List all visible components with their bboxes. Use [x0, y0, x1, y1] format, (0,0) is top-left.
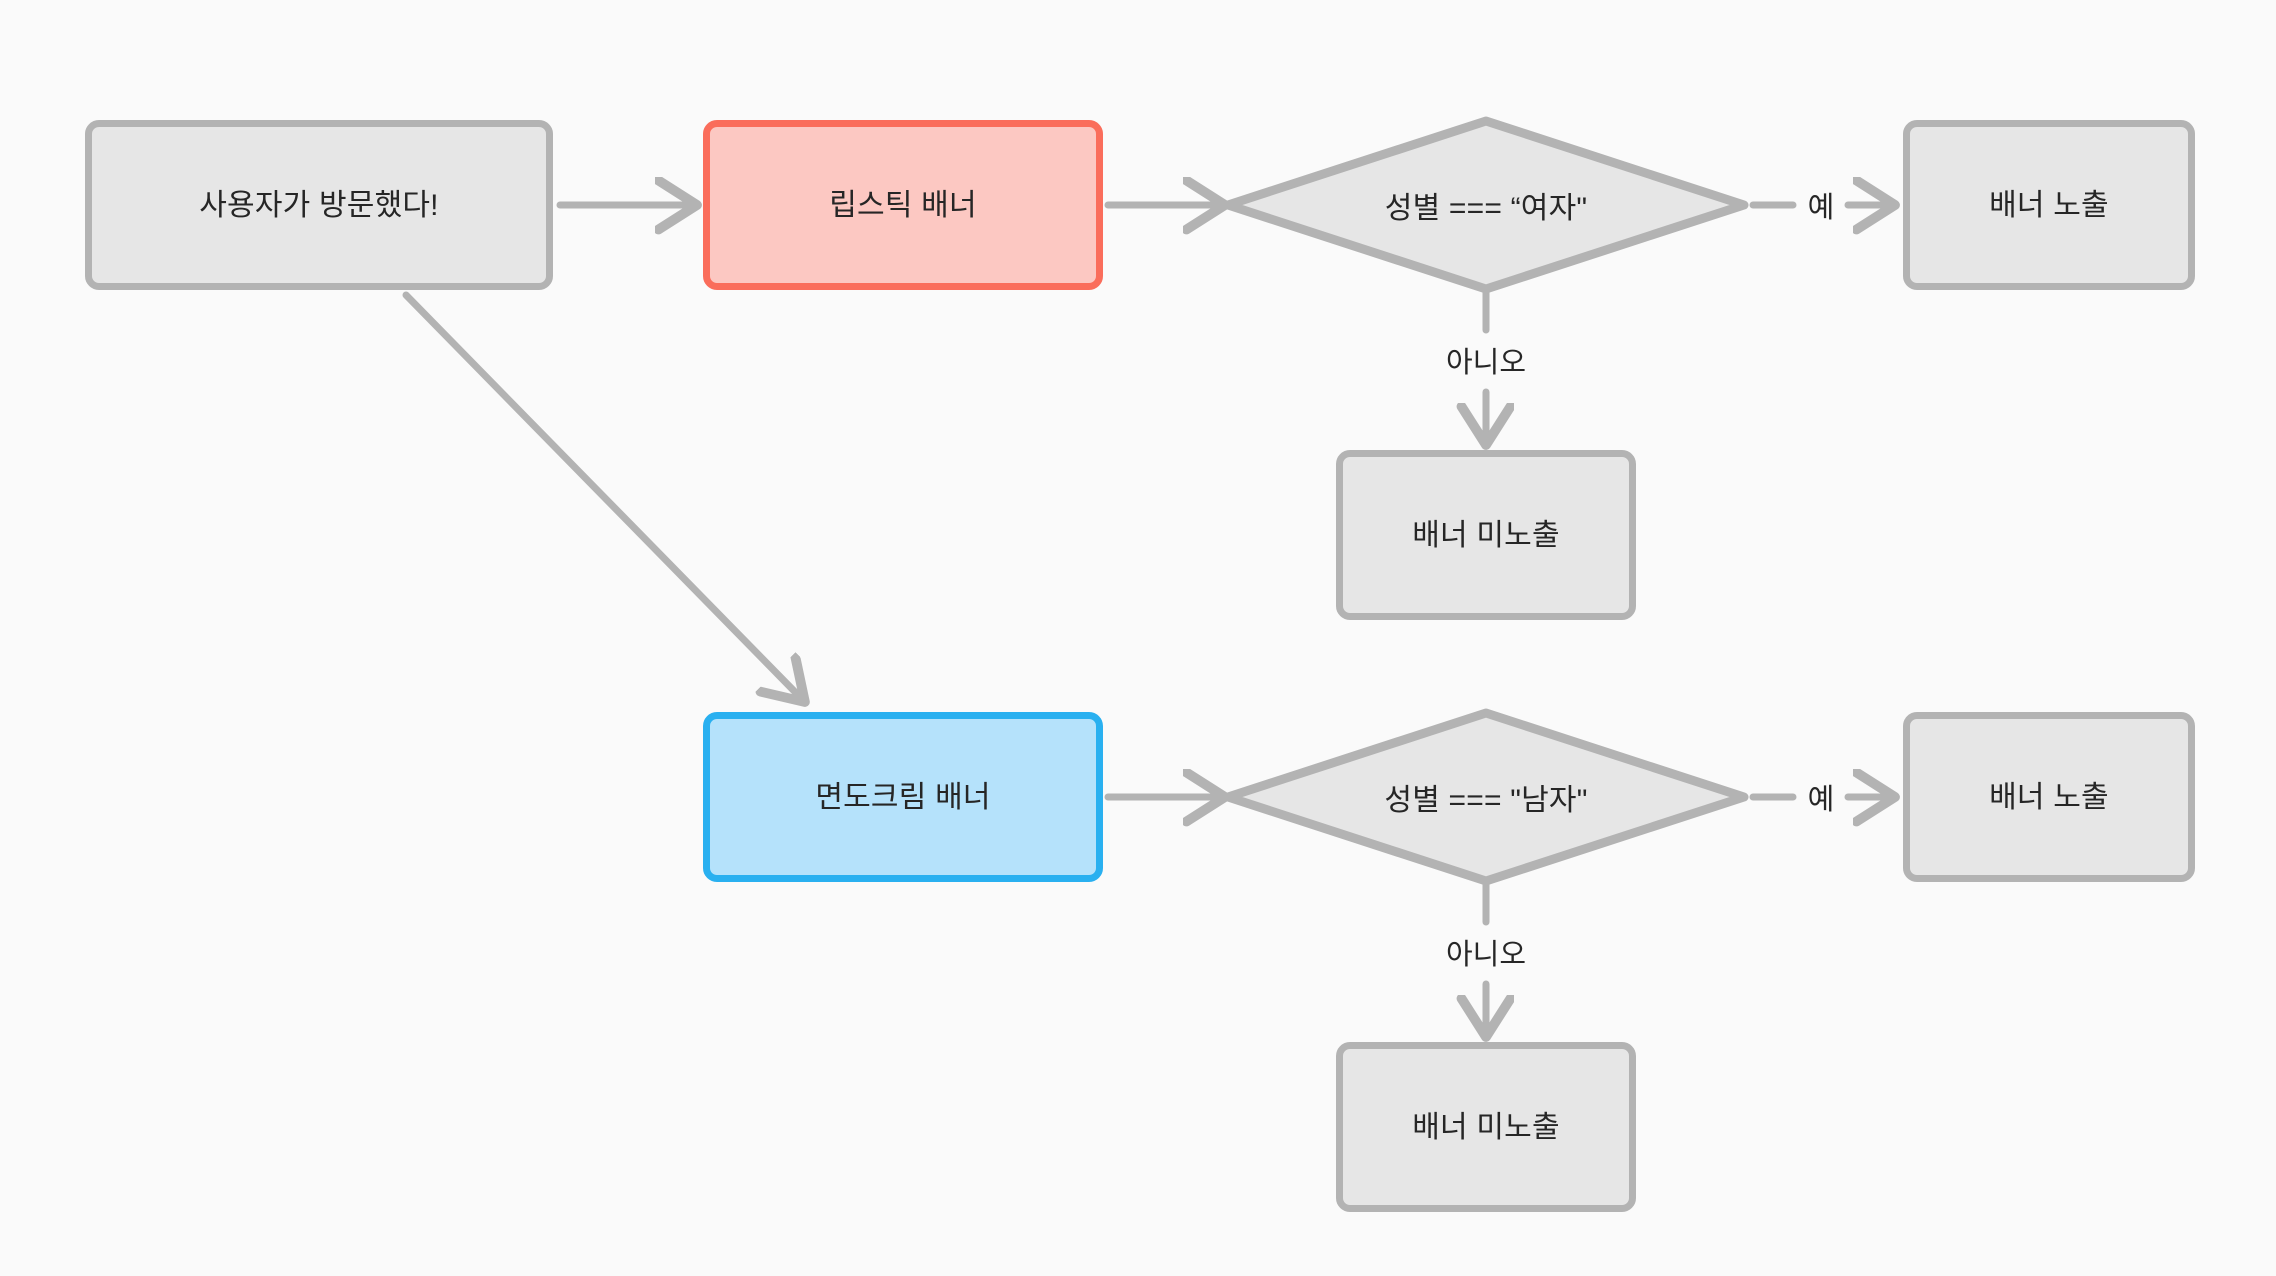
node-start-label: 사용자가 방문했다! — [199, 188, 439, 222]
edge-label-female-yes: 예 — [1807, 192, 1835, 224]
node-start[interactable]: 사용자가 방문했다! — [85, 120, 553, 290]
node-lipstick-banner-label: 립스틱 배너 — [829, 188, 977, 222]
edge-start-to-shaving — [402, 291, 800, 697]
edge-label-male-yes: 예 — [1807, 784, 1835, 816]
node-hide-banner-female-label: 배너 미노출 — [1412, 518, 1560, 552]
node-show-banner-male-label: 배너 노출 — [1989, 780, 2109, 814]
node-show-banner-female-label: 배너 노출 — [1989, 188, 2109, 222]
edge-label-female-no: 아니오 — [1445, 347, 1527, 379]
node-show-banner-male[interactable]: 배너 노출 — [1903, 712, 2195, 882]
diamond-shape-male — [1223, 708, 1749, 886]
node-hide-banner-male[interactable]: 배너 미노출 — [1336, 1042, 1636, 1212]
diamond-shape-female — [1223, 116, 1749, 294]
node-decision-female[interactable]: 성별 === “여자" — [1222, 115, 1750, 295]
node-decision-male[interactable]: 성별 === "남자" — [1222, 707, 1750, 887]
node-shaving-banner[interactable]: 면도크림 배너 — [703, 712, 1103, 882]
edge-label-male-no: 아니오 — [1445, 939, 1527, 971]
node-show-banner-female[interactable]: 배너 노출 — [1903, 120, 2195, 290]
node-decision-male-label: 성별 === "남자" — [1384, 784, 1588, 817]
node-hide-banner-male-label: 배너 미노출 — [1412, 1110, 1560, 1144]
node-hide-banner-female[interactable]: 배너 미노출 — [1336, 450, 1636, 620]
node-lipstick-banner[interactable]: 립스틱 배너 — [703, 120, 1103, 290]
node-shaving-banner-label: 면도크림 배너 — [815, 780, 991, 814]
node-decision-female-label: 성별 === “여자" — [1384, 192, 1588, 225]
